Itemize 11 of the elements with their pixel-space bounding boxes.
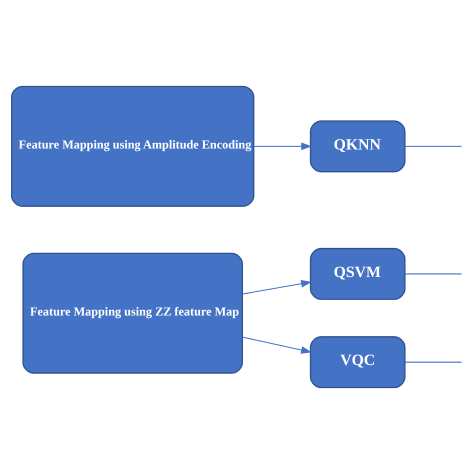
node-box: VQC bbox=[310, 336, 406, 388]
node-box: QSVM bbox=[310, 248, 406, 300]
node-box: QKNN bbox=[310, 120, 406, 172]
node-box: Feature Mapping using ZZ feature Map bbox=[22, 252, 244, 374]
connector bbox=[405, 273, 462, 274]
node-box: Feature Mapping using Amplitude Encoding bbox=[11, 86, 254, 207]
arrow bbox=[242, 280, 312, 295]
arrow bbox=[254, 142, 312, 150]
arrow bbox=[242, 336, 312, 354]
connector bbox=[405, 362, 462, 363]
connector bbox=[405, 146, 462, 147]
